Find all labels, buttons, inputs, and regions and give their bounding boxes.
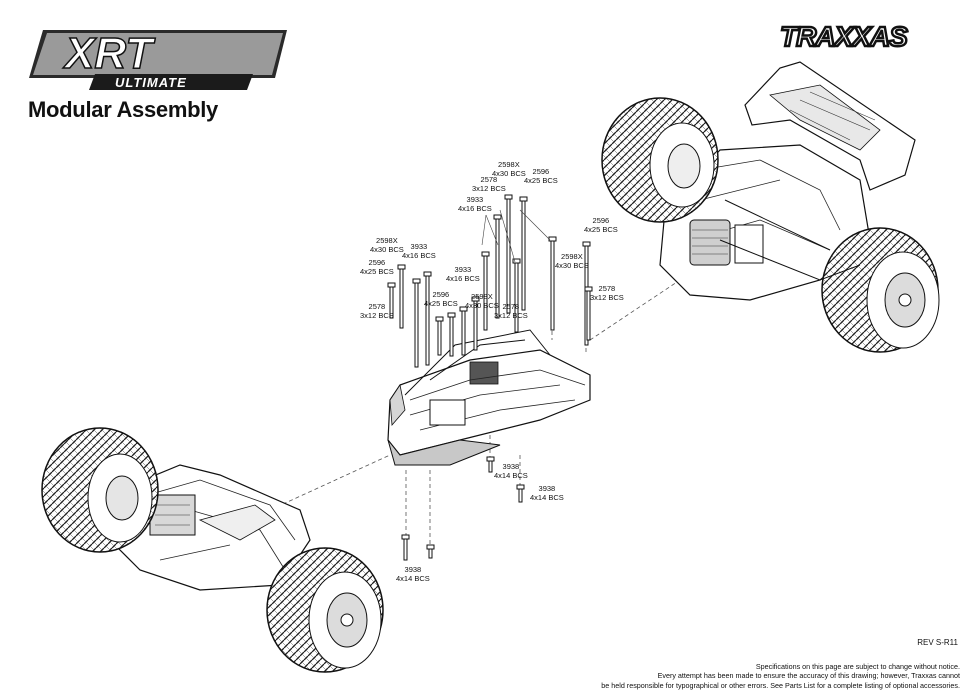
center-chassis <box>387 329 591 466</box>
disclaimer-line: Every attempt has been made to ensure th… <box>657 671 960 680</box>
leader-lines <box>481 209 551 263</box>
screws <box>387 194 593 561</box>
disclaimer-line: Specifications on this page are subject … <box>755 661 960 671</box>
disclaimer: Specifications on this page are subject … <box>601 662 960 691</box>
traxxas-logo: TRAXXAS <box>779 20 911 54</box>
logo-main-text: XRT <box>62 29 155 78</box>
disclaimer-line: be held responsible for typographical or… <box>601 680 960 690</box>
xrt-ultimate-logo: XRT ULTIMATE <box>29 28 287 90</box>
page-title: Modular Assembly <box>28 97 218 122</box>
front-module <box>41 427 384 673</box>
revision-label: REV S-R11 <box>917 638 958 647</box>
rear-module <box>601 61 940 353</box>
logo-sub-text: ULTIMATE <box>115 75 187 90</box>
brand-text: TRAXXAS <box>780 21 908 52</box>
